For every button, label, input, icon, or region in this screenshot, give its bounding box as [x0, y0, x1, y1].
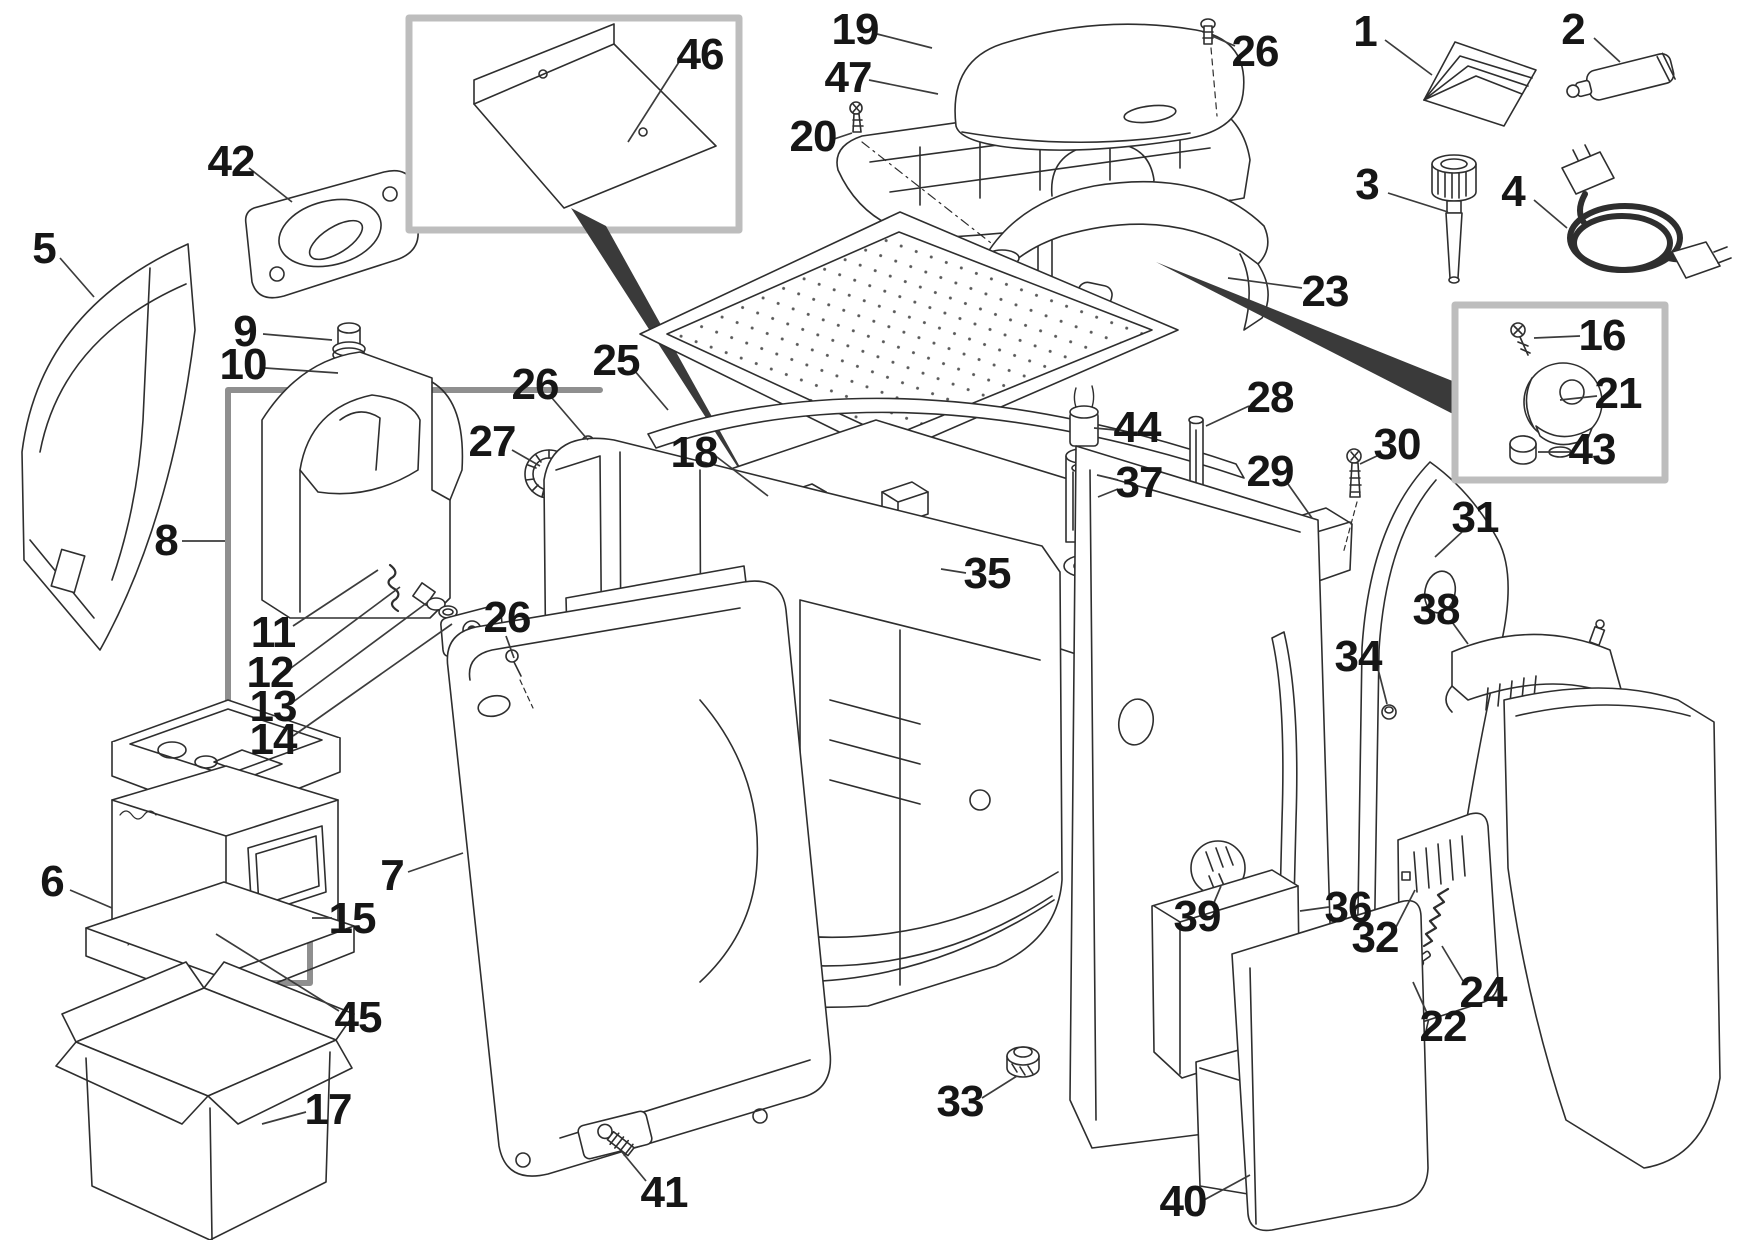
part-20-screw	[849, 101, 1001, 251]
part-46-base-plate	[473, 23, 717, 209]
leader-41	[621, 1151, 647, 1182]
leader-26a	[1211, 35, 1236, 47]
part-40-drawer-assembly	[1151, 869, 1429, 1232]
leader-47	[868, 79, 939, 95]
part-26-screw-low	[505, 649, 534, 709]
leader-12	[290, 586, 401, 669]
leader-37	[1097, 488, 1119, 498]
part-2-grease-tube	[1566, 52, 1676, 101]
part-1-instruction-booklet	[1423, 41, 1537, 127]
inset-box-46	[405, 14, 743, 234]
leader-4	[1533, 199, 1568, 229]
part-5-left-side-panel	[21, 243, 196, 651]
leader-26b	[551, 397, 589, 441]
part-44-sensor	[1069, 385, 1099, 447]
leader-35	[940, 568, 967, 574]
leader-32	[1394, 889, 1416, 930]
leader-2	[1593, 37, 1621, 63]
leader-31	[1434, 531, 1463, 558]
callout-leader-lines	[59, 33, 1621, 1201]
leader-46	[627, 61, 680, 143]
leader-10	[264, 367, 339, 374]
part-26-screw-top	[1200, 18, 1218, 117]
leader-1	[1384, 39, 1433, 76]
part-16-screw	[1510, 322, 1531, 356]
leader-42	[248, 167, 293, 203]
part-4-power-cord	[1561, 144, 1732, 279]
part-19-top-lid	[954, 23, 1245, 151]
leader-21	[1559, 395, 1598, 401]
part-30-screw	[1342, 448, 1362, 555]
part-41-screw	[597, 1123, 635, 1157]
leader-18	[712, 453, 769, 497]
part-side-door-panel	[1503, 687, 1721, 1169]
leader-14	[292, 623, 453, 737]
leader-44	[1093, 427, 1117, 431]
leader-25	[633, 369, 669, 411]
leader-27	[511, 449, 541, 467]
part-24-spring	[1422, 887, 1450, 948]
leader-23	[1227, 277, 1303, 289]
leader-22	[1412, 981, 1428, 1014]
leader-38	[1451, 621, 1469, 645]
part-42-tank-lid-plate	[244, 169, 419, 299]
part-17-carton-box	[55, 961, 355, 1240]
part-25-trim-strip	[647, 397, 1245, 479]
leader-6	[69, 889, 113, 909]
leader-13	[292, 601, 429, 703]
inset-box-21	[1451, 301, 1669, 484]
leader-39	[1212, 885, 1222, 906]
part-13-valve	[412, 582, 458, 619]
leader-20	[833, 132, 853, 140]
part-9-tank-cap	[332, 322, 366, 363]
leader-5	[59, 257, 95, 298]
leader-24	[1441, 945, 1464, 982]
leader-3	[1387, 192, 1449, 213]
part-33-rubber-foot	[1006, 1046, 1040, 1078]
leader-40	[1203, 1174, 1251, 1201]
leader-45	[215, 933, 340, 1012]
leader-37	[1096, 474, 1119, 481]
leader-29	[1287, 483, 1313, 519]
part-3-measuring-key	[1431, 154, 1477, 284]
part-11-water-tank	[261, 351, 464, 619]
leader-30	[1359, 454, 1380, 465]
leader-9	[262, 333, 333, 341]
leader-26c	[505, 635, 515, 659]
leader-11	[292, 569, 379, 627]
leader-36	[1299, 906, 1330, 912]
leader-7	[407, 852, 464, 873]
leader-17	[261, 1111, 307, 1125]
leader-33	[981, 1075, 1018, 1099]
leader-16	[1533, 335, 1581, 339]
part-12-spring	[387, 563, 400, 613]
leader-34	[1376, 664, 1388, 705]
part-7-front-door	[446, 580, 832, 1177]
leader-19	[876, 33, 933, 49]
part-43-cap	[1509, 435, 1537, 465]
wedge-pointer-21	[1156, 262, 1455, 415]
leader-28	[1205, 405, 1250, 427]
part-34-nut	[1381, 704, 1397, 720]
